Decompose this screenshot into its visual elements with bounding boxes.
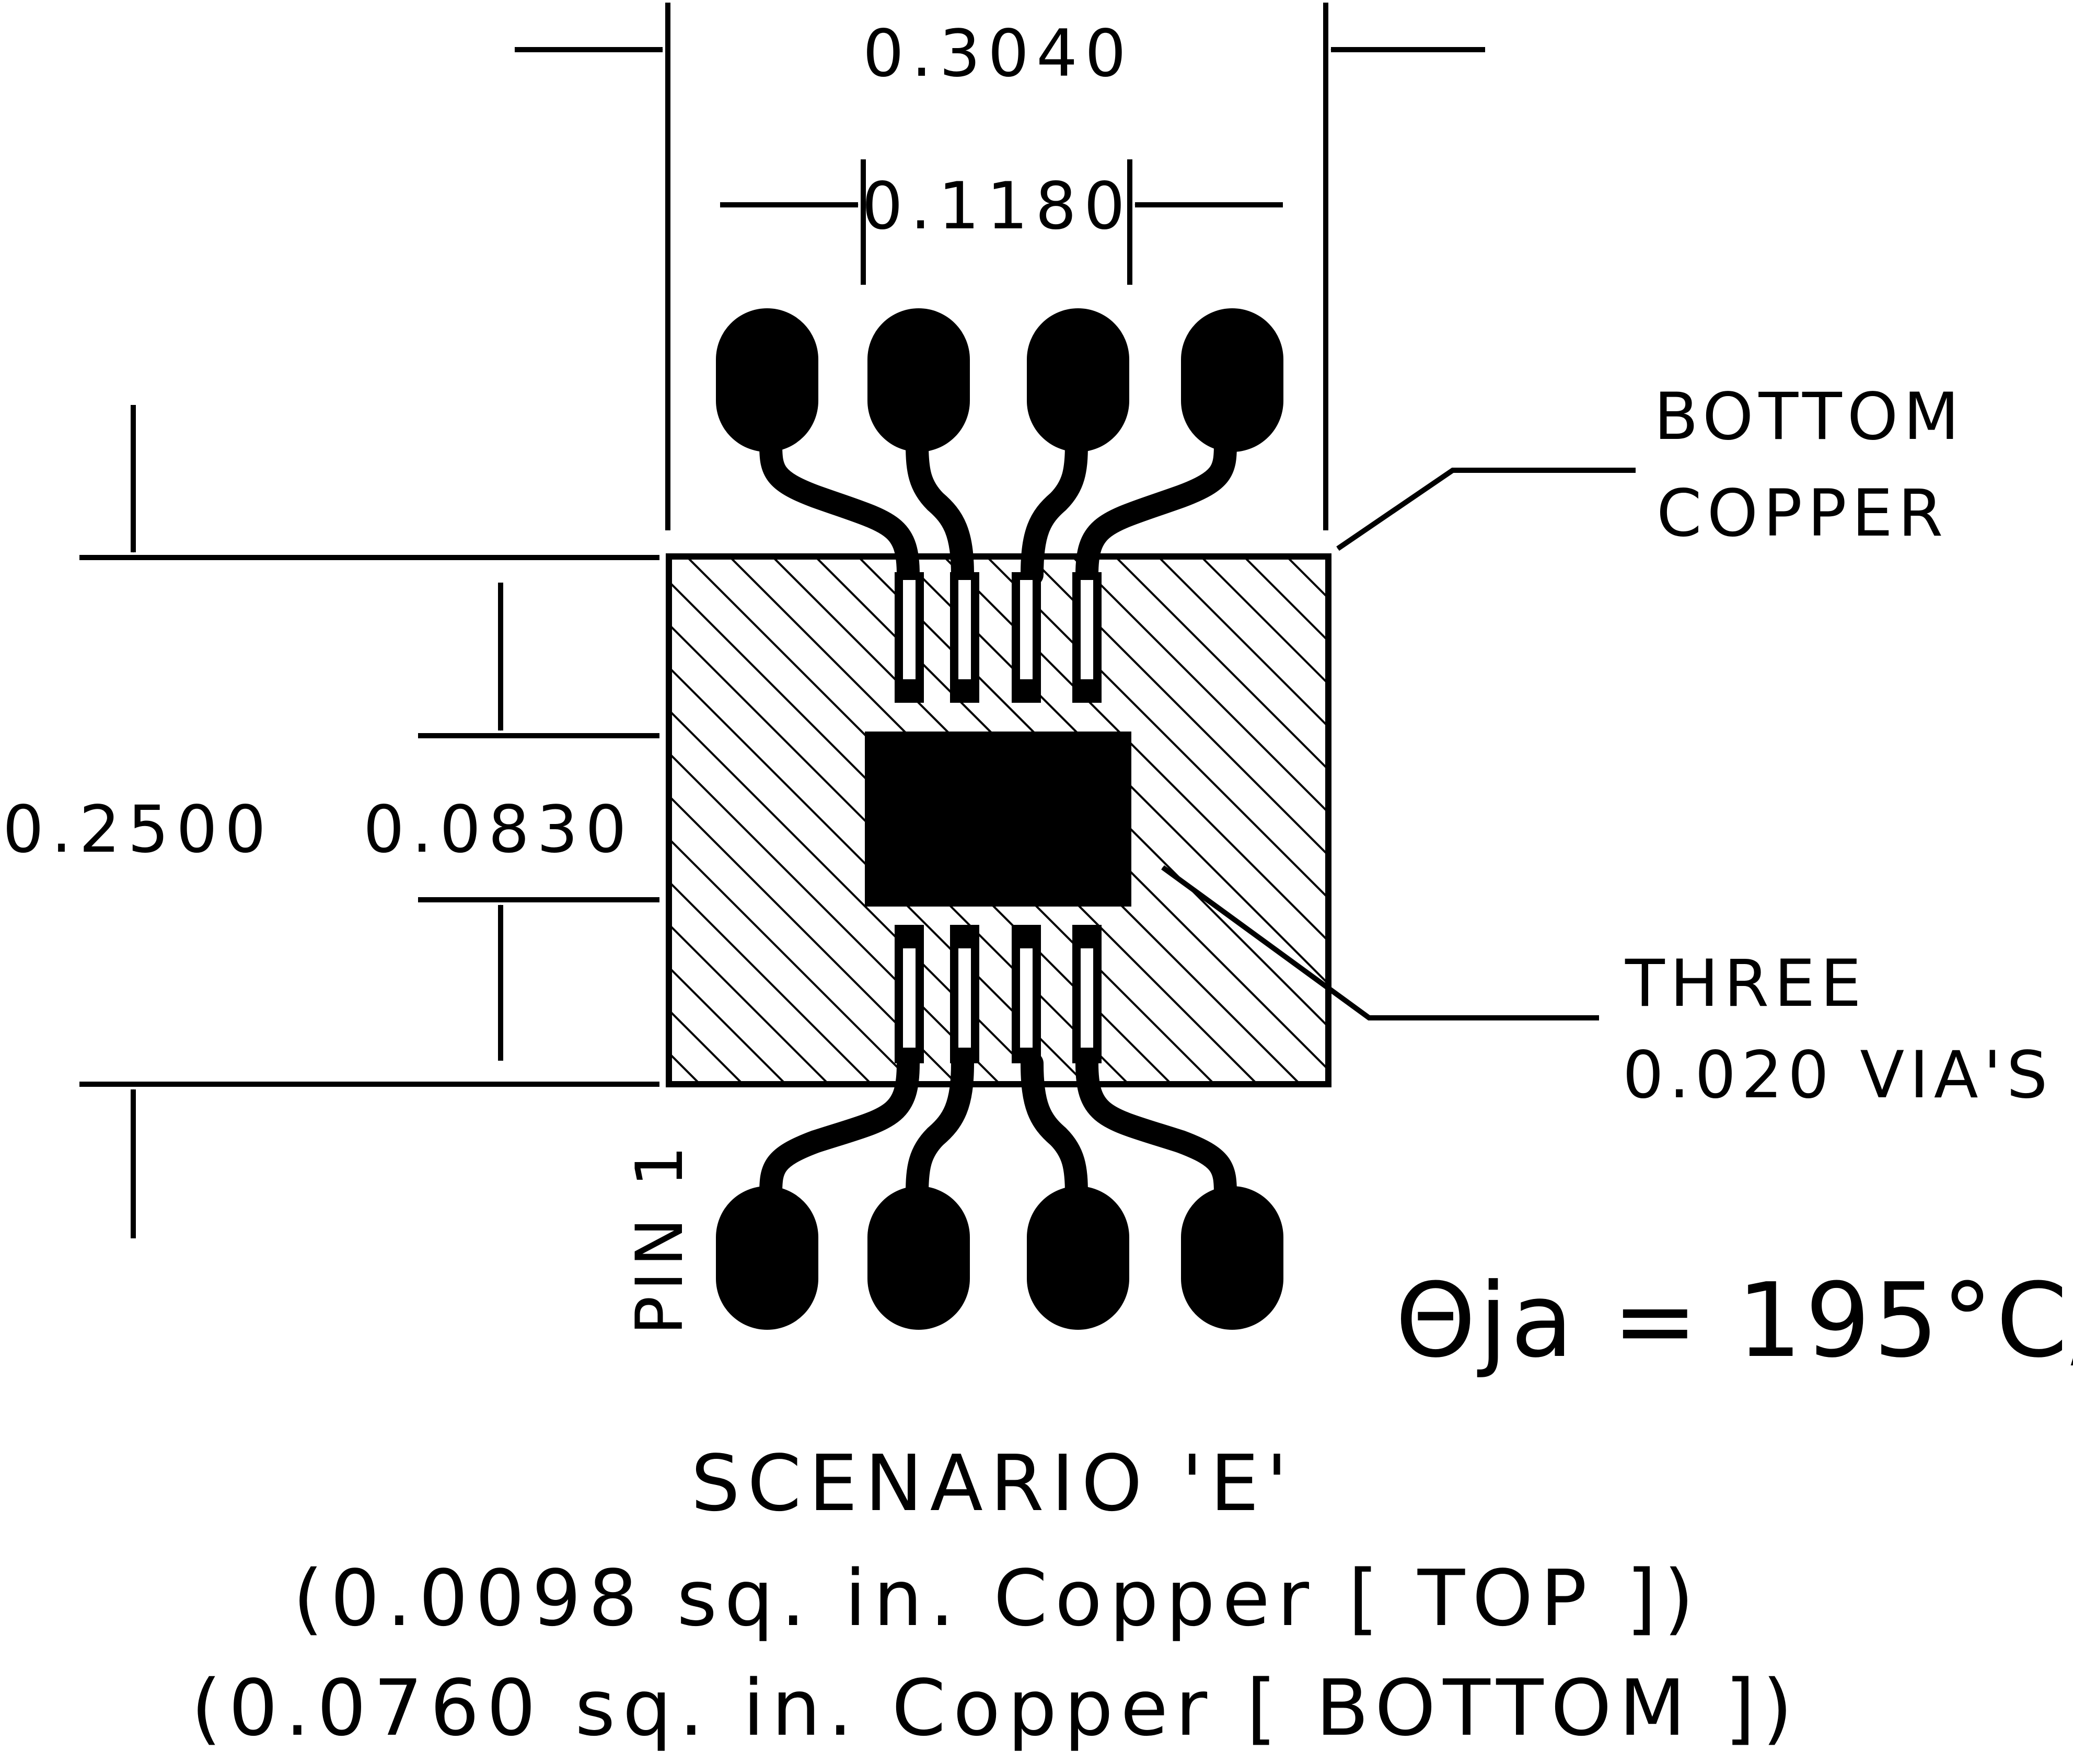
pad <box>1181 308 1283 452</box>
dimension-width-outer <box>515 3 1485 530</box>
theta-ja-value: Θja = 195°C/W <box>1395 1261 2073 1380</box>
top-pad-row <box>716 308 1283 452</box>
theta-value: ja = 195°C/W <box>1477 1261 2073 1380</box>
pin1-label: PIN 1 <box>622 1141 698 1335</box>
pad <box>1181 1186 1283 1330</box>
top-copper-area-note: (0.0098 sq. in. Copper [ TOP ]) <box>293 1553 1701 1643</box>
dimension-height-outer-label: 0.2500 <box>3 792 273 867</box>
dimension-height-inner-label: 0.0830 <box>363 792 634 867</box>
scenario-title: SCENARIO 'E' <box>691 1438 1295 1528</box>
pad <box>1027 308 1129 452</box>
bottom-copper-label-line1: BOTTOM <box>1654 379 1964 455</box>
ic-lead-gaps <box>903 580 1093 1048</box>
vias-label-line2: 0.020 VIA'S <box>1623 1038 2053 1113</box>
dimension-width-pitch-label: 0.1180 <box>862 169 1132 244</box>
copper-traces <box>759 433 1237 1205</box>
vias-leader <box>1161 865 1599 1020</box>
bottom-copper-label-line2: COPPER <box>1657 476 1948 551</box>
pad <box>867 1186 970 1330</box>
pad <box>867 308 970 452</box>
pad <box>716 308 818 452</box>
dimension-width-outer-label: 0.3040 <box>863 16 1133 91</box>
vias-label-line1: THREE <box>1625 946 1867 1022</box>
bottom-copper-leader <box>1336 468 1636 551</box>
pad <box>1027 1186 1129 1330</box>
pad <box>716 1186 818 1330</box>
bottom-pad-row <box>716 1186 1283 1330</box>
dimension-height-inner <box>418 583 659 1061</box>
bottom-copper-area-note: (0.0760 sq. in. Copper [ BOTTOM ]) <box>191 1663 1800 1753</box>
theta-symbol: Θ <box>1395 1261 1479 1380</box>
dimension-height-outer <box>79 405 659 1238</box>
center-thermal-pad <box>865 732 1131 907</box>
dimension-width-pitch <box>720 159 1283 285</box>
